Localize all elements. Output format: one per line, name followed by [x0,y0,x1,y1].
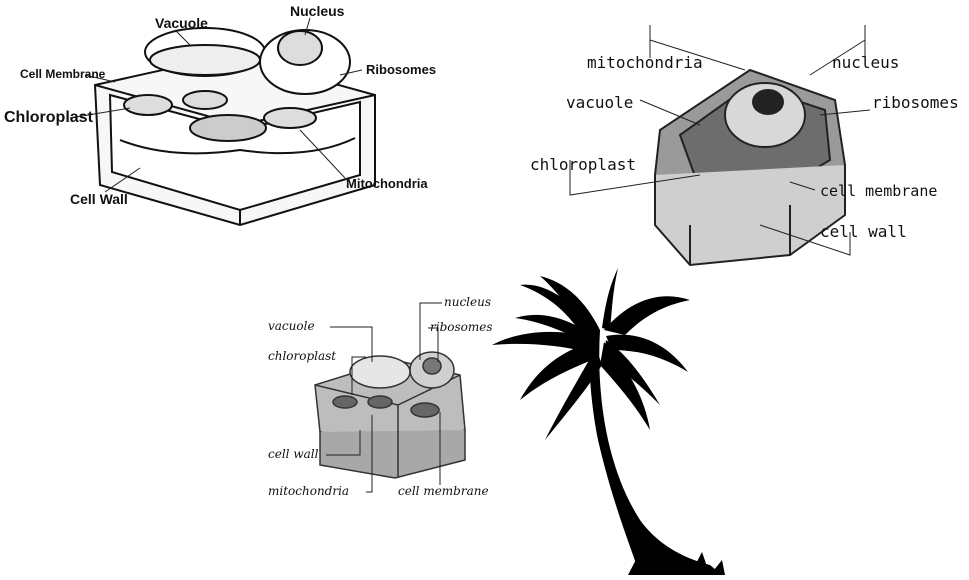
label-vacuole: vacuole [268,319,315,333]
label-nucleus: nucleus [832,53,899,72]
label-nucleus: nucleus [444,295,491,309]
cell-illustration-2 [655,70,845,265]
palm-tree-icon [492,268,725,575]
label-vacuole: Vacuole [155,15,208,31]
plant-cell-diagram-3: nucleus vacuole ribosomes chloroplast ce… [268,295,493,498]
label-cell-membrane: Cell Membrane [20,67,106,81]
label-mitochondria: mitochondria [587,53,703,72]
cell-illustration-3 [315,352,465,478]
label-cell-wall: Cell Wall [70,191,128,207]
label-nucleus: Nucleus [290,3,345,19]
label-mitochondria: mitochondria [268,484,349,498]
label-chloroplast: Chloroplast [4,109,94,126]
label-cell-wall: cell wall [268,447,319,461]
label-cell-membrane: cell membrane [820,182,937,200]
label-chloroplast: chloroplast [268,349,336,363]
plant-cell-diagram-1: Vacuole Nucleus Cell Membrane Ribosomes … [4,3,436,225]
label-ribosomes: Ribosomes [366,62,436,77]
label-vacuole: vacuole [566,93,633,112]
label-mitochondria: Mitochondria [346,176,428,191]
label-ribosomes: ribosomes [872,93,959,112]
cell-illustration-1 [95,28,375,225]
label-cell-membrane: cell membrane [398,484,489,498]
plant-cell-diagram-2: mitochondria nucleus vacuole ribosomes c… [530,25,959,265]
label-chloroplast: chloroplast [530,155,636,174]
label-ribosomes: ribosomes [430,320,493,334]
label-cell-wall: cell wall [820,222,907,241]
